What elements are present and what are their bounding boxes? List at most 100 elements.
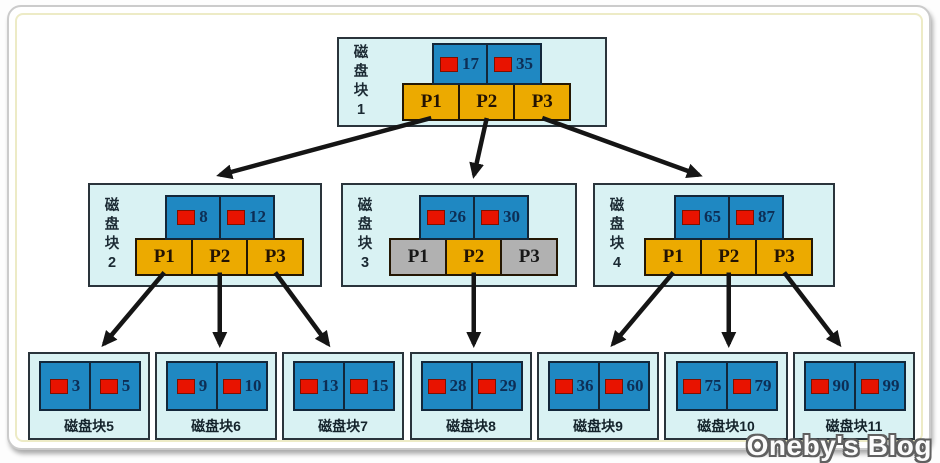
key-value: 65 <box>704 207 721 226</box>
record-pointer-icon <box>494 56 512 72</box>
pointer-p3: P3 <box>500 237 559 276</box>
key-cell: 65 <box>673 194 730 240</box>
record-pointer-icon <box>99 378 118 394</box>
pointer-label: P1 <box>420 91 442 112</box>
disk-block-10: 75 79 磁盘块10 <box>664 352 788 440</box>
disk-block-label: 磁盘块11 <box>825 418 883 434</box>
key-value: 3 <box>71 376 81 395</box>
disk-block-label: 磁盘块8 <box>446 418 496 434</box>
key-value: 90 <box>832 376 850 395</box>
key-cell: 3 <box>39 361 91 411</box>
record-pointer-icon <box>427 378 446 394</box>
pointer-label: P3 <box>773 245 795 267</box>
key-cell: 9 <box>166 361 218 411</box>
key-value: 30 <box>503 207 520 226</box>
pointer-row: P1 P2 P3 <box>135 237 305 276</box>
key-row: 36 60 <box>548 361 650 411</box>
watermark: Oneby's Blog <box>746 430 932 461</box>
key-cell: 75 <box>676 361 728 411</box>
key-value: 60 <box>626 376 644 395</box>
key-row: 75 79 <box>676 361 778 411</box>
pointer-label: P1 <box>662 245 684 267</box>
record-pointer-icon <box>477 378 496 394</box>
key-value: 36 <box>576 376 594 395</box>
image-frame-inner-border <box>15 13 923 442</box>
record-pointer-icon <box>554 378 573 394</box>
pointer-p3: P3 <box>246 237 305 276</box>
record-pointer-icon <box>299 378 318 394</box>
key-cell: 8 <box>164 194 221 240</box>
key-row: 9 10 <box>166 361 268 411</box>
pointer-label: P2 <box>209 245 231 267</box>
key-cell: 26 <box>418 194 475 240</box>
pointer-p3: P3 <box>513 83 572 121</box>
pointer-label: P1 <box>407 245 429 267</box>
record-pointer-icon <box>176 378 195 394</box>
key-cell: 29 <box>471 361 523 411</box>
key-cell: 36 <box>548 361 600 411</box>
pointer-label: P3 <box>264 245 286 267</box>
key-value: 17 <box>462 54 479 73</box>
key-value: 75 <box>704 376 722 395</box>
disk-block-label: 磁盘块3 <box>357 198 373 271</box>
key-cell: 28 <box>421 361 473 411</box>
key-value: 10 <box>244 376 262 395</box>
key-value: 13 <box>321 376 339 395</box>
key-row: 8 12 <box>164 194 275 240</box>
disk-block-label: 磁盘块6 <box>191 418 241 434</box>
pointer-row: P1 P2 P3 <box>644 237 814 276</box>
pointer-p2: P2 <box>457 83 516 121</box>
pointer-p1: P1 <box>135 237 194 276</box>
key-value: 26 <box>449 207 466 226</box>
pointer-row: P1 P2 P3 <box>389 237 559 276</box>
disk-block-9: 36 60 磁盘块9 <box>537 352 659 440</box>
pointer-p2: P2 <box>190 237 249 276</box>
disk-block-label: 磁盘块10 <box>697 418 755 434</box>
disk-block-label: 磁盘块9 <box>573 418 623 434</box>
record-pointer-icon <box>682 209 700 225</box>
record-pointer-icon <box>222 378 241 394</box>
pointer-p1: P1 <box>389 237 448 276</box>
pointer-label: P2 <box>718 245 740 267</box>
key-cell: 15 <box>343 361 395 411</box>
key-cell: 87 <box>727 194 784 240</box>
record-pointer-icon <box>604 378 623 394</box>
key-value: 79 <box>754 376 772 395</box>
key-cell: 60 <box>598 361 650 411</box>
pointer-label: P1 <box>153 245 175 267</box>
key-cell: 5 <box>89 361 141 411</box>
key-value: 28 <box>449 376 467 395</box>
pointer-p2: P2 <box>444 237 503 276</box>
record-pointer-icon <box>732 378 751 394</box>
pointer-p2: P2 <box>699 237 758 276</box>
key-cell: 35 <box>485 43 542 85</box>
pointer-label: P3 <box>518 245 540 267</box>
record-pointer-icon <box>440 56 458 72</box>
key-value: 87 <box>758 207 775 226</box>
record-pointer-icon <box>736 209 754 225</box>
key-cell: 30 <box>472 194 529 240</box>
record-pointer-icon <box>227 209 245 225</box>
disk-block-label: 磁盘块4 <box>609 198 625 271</box>
key-value: 12 <box>249 207 266 226</box>
pointer-p1: P1 <box>402 83 461 121</box>
record-pointer-icon <box>49 378 68 394</box>
key-cell: 10 <box>216 361 268 411</box>
record-pointer-icon <box>349 378 368 394</box>
key-value: 8 <box>199 207 208 226</box>
record-pointer-icon <box>860 378 879 394</box>
